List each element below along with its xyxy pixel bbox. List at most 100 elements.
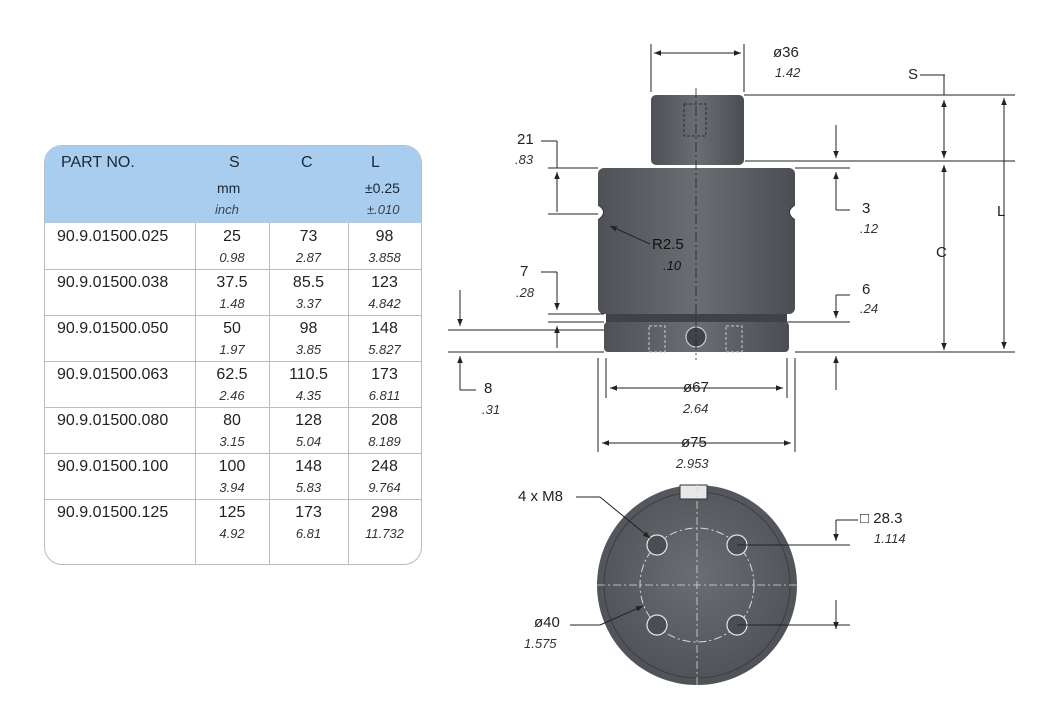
s-mm-value: 25 <box>223 228 241 245</box>
l-inch-value: 3.858 <box>368 250 401 265</box>
dim-6-inch-label: .24 <box>860 301 879 316</box>
side-view <box>597 88 796 360</box>
part-number: 90.9.01500.125 <box>57 504 169 521</box>
header-part-no: PART NO. <box>61 154 135 171</box>
part-number: 90.9.01500.100 <box>57 458 169 475</box>
s-mm-value: 100 <box>218 458 246 475</box>
l-inch-value: 11.732 <box>365 526 404 541</box>
c-inch-value: 3.85 <box>295 342 322 357</box>
c-inch-value: 5.83 <box>295 480 322 495</box>
header-c: C <box>301 154 313 171</box>
part-number: 90.9.01500.025 <box>57 228 169 245</box>
s-inch-value: 0.98 <box>219 250 245 265</box>
c-inch-value: 3.37 <box>295 296 322 311</box>
c-inch-value: 2.87 <box>295 250 322 265</box>
table-row: 90.9.01500.125 125 4.92 173 6.81 298 11.… <box>45 500 421 546</box>
table-row: 90.9.01500.080 80 3.15 128 5.04 208 8.18… <box>45 408 421 454</box>
s-inch-value: 1.97 <box>219 342 245 357</box>
main-body <box>598 168 795 314</box>
s-mm-value: 125 <box>218 504 246 521</box>
s-mm-value: 50 <box>223 320 241 337</box>
s-mm-value: 62.5 <box>216 366 248 383</box>
neck <box>606 314 787 323</box>
part-number: 90.9.01500.050 <box>57 320 169 337</box>
dim-s-label: S <box>908 66 919 83</box>
c-inch-value: 4.35 <box>295 388 322 403</box>
dim-d40-inch-label: 1.575 <box>524 636 557 651</box>
c-inch-value: 5.04 <box>295 434 322 449</box>
table-header: PART NO. S mm inch C L ±0.25 ±.010 <box>45 146 421 223</box>
bottom-view <box>570 484 858 685</box>
l-inch-value: 5.827 <box>368 342 401 357</box>
dim-7-inch-label: .28 <box>516 285 535 300</box>
c-mm-value: 128 <box>295 412 322 429</box>
header-l-tolerance: ±0.25 <box>365 180 400 196</box>
l-mm-value: 248 <box>371 458 398 475</box>
header-l: L <box>371 154 380 171</box>
l-inch-value: 9.764 <box>368 480 401 495</box>
dim-r25-label: R2.5 <box>652 236 684 253</box>
part-number: 90.9.01500.080 <box>57 412 169 429</box>
s-inch-value: 3.94 <box>219 480 245 495</box>
c-mm-value: 85.5 <box>292 274 325 291</box>
table-row: 90.9.01500.050 50 1.97 98 3.85 148 5.827 <box>45 316 421 362</box>
dim-21-inch-label: .83 <box>515 152 534 167</box>
l-inch-value: 8.189 <box>368 434 401 449</box>
dim-d40-label: ø40 <box>534 614 560 631</box>
part-number: 90.9.01500.063 <box>57 366 169 383</box>
c-mm-value: 98 <box>299 320 318 337</box>
s-inch-value: 4.92 <box>219 526 245 541</box>
s-inch-value: 1.48 <box>219 296 245 311</box>
dim-sq283-inch-label: 1.114 <box>874 531 906 546</box>
dim-7-label: 7 <box>520 263 529 280</box>
dimension-lines <box>448 44 1015 452</box>
table-row: 90.9.01500.038 37.5 1.48 85.5 3.37 123 4… <box>45 270 421 316</box>
dim-8-label: 8 <box>484 380 493 397</box>
s-mm-value: 80 <box>223 412 241 429</box>
r25-groove <box>597 204 604 221</box>
l-mm-value: 298 <box>371 504 398 521</box>
l-mm-value: 173 <box>371 366 398 383</box>
c-mm-value: 173 <box>295 504 322 521</box>
table-row: 90.9.01500.063 62.5 2.46 110.5 4.35 173 … <box>45 362 421 408</box>
header-l-tolerance-inch: ±.010 <box>367 202 400 217</box>
c-mm-value: 110.5 <box>289 366 328 383</box>
column-divider <box>348 223 349 564</box>
s-inch-value: 3.15 <box>219 434 245 449</box>
s-mm-value: 37.5 <box>216 274 248 291</box>
s-inch-value: 2.46 <box>219 388 245 403</box>
dim-6-label: 6 <box>862 281 871 298</box>
dim-sq283-label: □ 28.3 <box>860 510 903 527</box>
table-row: 90.9.01500.025 25 0.98 73 2.87 98 3.858 <box>45 224 421 270</box>
dim-d75-label: ø75 <box>681 434 707 451</box>
header-s-inch: inch <box>215 202 239 217</box>
dim-4xm8-label: 4 x M8 <box>518 488 564 505</box>
header-s-mm: mm <box>217 180 241 196</box>
table-row: 90.9.01500.100 100 3.94 148 5.83 248 9.7… <box>45 454 421 500</box>
l-mm-value: 148 <box>371 320 398 337</box>
l-mm-value: 123 <box>371 274 398 291</box>
column-divider <box>269 223 270 564</box>
l-inch-value: 6.811 <box>368 388 401 403</box>
dim-r25-inch-label: .10 <box>663 258 682 273</box>
dim-3-inch-label: .12 <box>860 221 879 236</box>
dim-l-label: L <box>997 203 1006 220</box>
key-slot <box>679 484 708 500</box>
l-inch-value: 4.842 <box>368 296 401 311</box>
dim-d67-label: ø67 <box>683 379 709 396</box>
dim-d67-inch-label: 2.64 <box>683 401 709 416</box>
c-mm-value: 73 <box>299 228 318 245</box>
part-number: 90.9.01500.038 <box>57 274 169 291</box>
dim-21-label: 21 <box>517 131 534 148</box>
l-mm-value: 98 <box>375 228 394 245</box>
dim-8-inch-label: .31 <box>482 402 501 417</box>
r25-groove-right <box>789 204 796 221</box>
top-stud <box>651 95 744 165</box>
c-inch-value: 6.81 <box>295 526 322 541</box>
l-mm-value: 208 <box>371 412 398 429</box>
dimension-table: PART NO. S mm inch C L ±0.25 ±.010 90.9.… <box>44 145 422 565</box>
column-divider <box>195 223 196 564</box>
dim-d36-inch-label: 1.42 <box>775 65 801 80</box>
dim-3-label: 3 <box>862 200 871 217</box>
